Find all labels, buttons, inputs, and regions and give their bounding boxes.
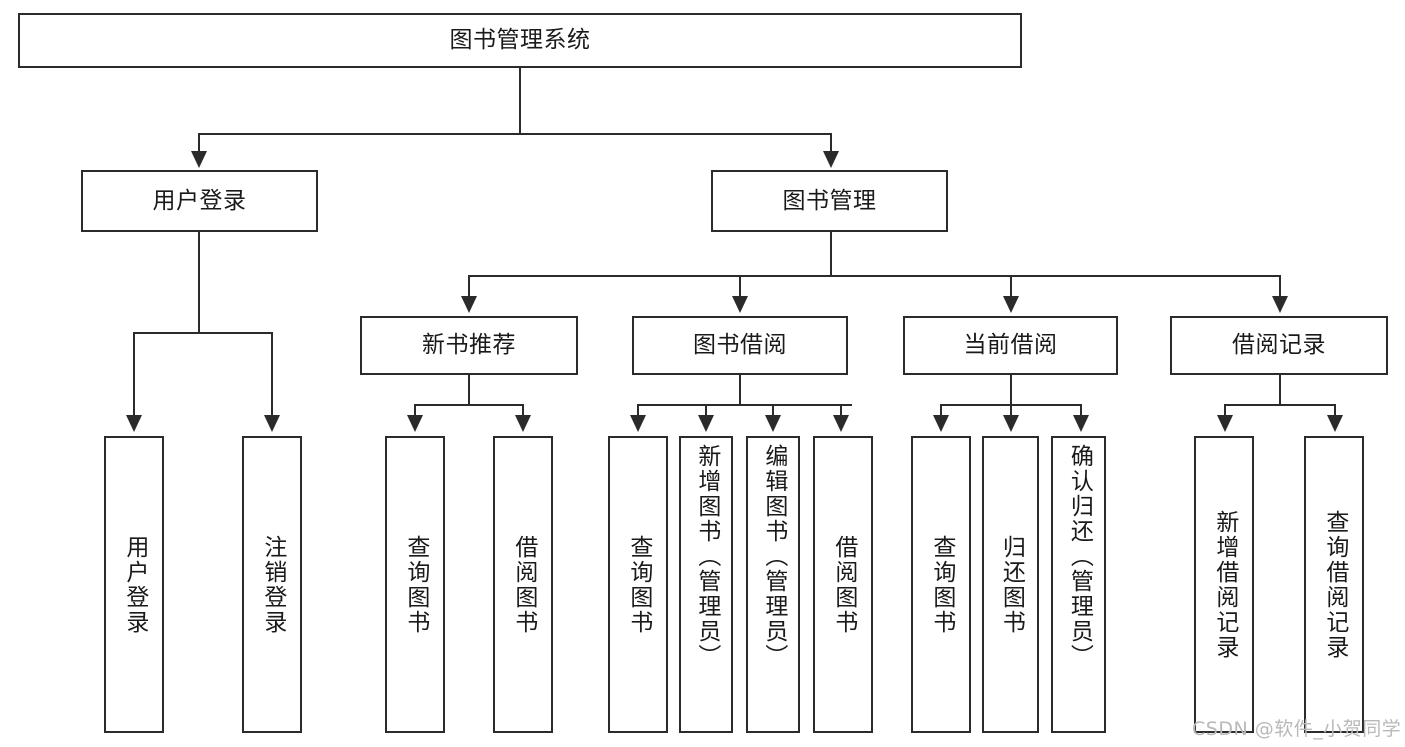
node-user-login[interactable]: 用户登录 bbox=[81, 170, 318, 232]
arrow-to-leaf-query-record bbox=[1327, 415, 1343, 432]
connector-root-drop-left bbox=[198, 133, 200, 153]
arrow-to-borrow-record bbox=[1272, 296, 1288, 313]
arrow-to-leaf-borrow-book-2 bbox=[833, 415, 849, 432]
arrow-to-leaf-logout bbox=[264, 415, 280, 432]
connector-userlogin-drop-2 bbox=[271, 332, 273, 416]
node-label: 借阅记录 bbox=[1232, 332, 1326, 359]
node-label: 注销登录 bbox=[259, 534, 286, 635]
leaf-query-book-current[interactable]: 查询图书 bbox=[911, 436, 971, 733]
node-root-book-management-system[interactable]: 图书管理系统 bbox=[18, 13, 1022, 68]
connector-borrowrecord-bus bbox=[1224, 404, 1336, 406]
leaf-user-login[interactable]: 用户登录 bbox=[104, 436, 164, 733]
arrow-to-book-borrow bbox=[732, 296, 748, 313]
node-borrowing-record[interactable]: 借阅记录 bbox=[1170, 316, 1388, 375]
leaf-query-book-recommend[interactable]: 查询图书 bbox=[385, 436, 445, 733]
leaf-logout[interactable]: 注销登录 bbox=[242, 436, 302, 733]
arrow-to-leaf-return-book bbox=[1003, 415, 1019, 432]
node-label: 新增借阅记录 bbox=[1211, 509, 1238, 660]
leaf-confirm-return-admin[interactable]: 确认归还（管理员） bbox=[1051, 436, 1106, 733]
node-label: 归还图书 bbox=[998, 534, 1025, 635]
node-label: 用户登录 bbox=[121, 534, 148, 635]
connector-currentborrow-drop-3 bbox=[1080, 404, 1082, 416]
connector-bookborrow-bus bbox=[637, 404, 852, 406]
leaf-borrow-book-recommend[interactable]: 借阅图书 bbox=[493, 436, 553, 733]
node-label: 确认归还（管理员） bbox=[1066, 444, 1093, 669]
arrow-to-new-book-recommend bbox=[461, 296, 477, 313]
arrow-to-leaf-user-login bbox=[126, 415, 142, 432]
node-label: 新书推荐 bbox=[422, 332, 516, 359]
connector-currentborrow-stem bbox=[1010, 375, 1012, 405]
connector-bookborrow-drop-1 bbox=[637, 404, 639, 416]
leaf-add-book-admin[interactable]: 新增图书（管理员） bbox=[679, 436, 733, 733]
node-label: 用户登录 bbox=[152, 187, 247, 214]
connector-bookmanage-bus bbox=[468, 275, 1280, 277]
arrow-to-book-manage bbox=[823, 151, 839, 168]
connector-bookmanage-stem bbox=[830, 232, 832, 276]
node-label: 查询图书 bbox=[625, 534, 652, 635]
connector-newbook-bus bbox=[414, 404, 524, 406]
node-label: 编辑图书（管理员） bbox=[760, 444, 787, 669]
node-label: 图书管理系统 bbox=[449, 27, 591, 54]
connector-newbook-drop-1 bbox=[414, 404, 416, 416]
connector-borrowrecord-stem bbox=[1279, 375, 1281, 405]
connector-borrowrecord-drop-2 bbox=[1334, 404, 1336, 416]
node-label: 查询借阅记录 bbox=[1321, 509, 1348, 660]
connector-root-stem bbox=[519, 67, 521, 134]
arrow-to-leaf-add-record bbox=[1217, 415, 1233, 432]
connector-currentborrow-drop-2 bbox=[1010, 404, 1012, 416]
node-label: 新增图书（管理员） bbox=[693, 444, 720, 669]
arrow-to-leaf-query-book-2 bbox=[630, 415, 646, 432]
node-label: 借阅图书 bbox=[830, 534, 857, 635]
arrow-to-leaf-query-book-1 bbox=[407, 415, 423, 432]
leaf-add-borrow-record[interactable]: 新增借阅记录 bbox=[1194, 436, 1254, 733]
connector-bookborrow-stem bbox=[739, 375, 741, 405]
connector-userlogin-stem bbox=[198, 232, 200, 333]
leaf-borrow-book[interactable]: 借阅图书 bbox=[813, 436, 873, 733]
connector-currentborrow-drop-1 bbox=[940, 404, 942, 416]
arrow-to-leaf-confirm-return bbox=[1073, 415, 1089, 432]
connector-bookborrow-drop-2 bbox=[705, 404, 707, 416]
csdn-watermark: CSDN @软件_小贺同学 bbox=[1192, 718, 1402, 740]
node-current-borrowing[interactable]: 当前借阅 bbox=[903, 316, 1118, 375]
leaf-query-borrow-record[interactable]: 查询借阅记录 bbox=[1304, 436, 1364, 733]
leaf-query-book-borrow[interactable]: 查询图书 bbox=[608, 436, 668, 733]
node-label: 图书管理 bbox=[782, 187, 877, 214]
node-label: 查询图书 bbox=[928, 534, 955, 635]
connector-bookmanage-drop-4 bbox=[1279, 275, 1281, 297]
node-label: 查询图书 bbox=[402, 534, 429, 635]
connector-bookmanage-drop-3 bbox=[1010, 275, 1012, 297]
connector-bookborrow-drop-4 bbox=[840, 404, 842, 416]
node-book-management[interactable]: 图书管理 bbox=[711, 170, 948, 232]
arrow-to-user-login bbox=[191, 151, 207, 168]
connector-bookmanage-drop-1 bbox=[468, 275, 470, 297]
connector-userlogin-drop-1 bbox=[133, 332, 135, 416]
arrow-to-leaf-query-book-3 bbox=[933, 415, 949, 432]
leaf-return-book[interactable]: 归还图书 bbox=[982, 436, 1039, 733]
node-book-borrowing[interactable]: 图书借阅 bbox=[632, 316, 848, 375]
connector-bookmanage-drop-2 bbox=[739, 275, 741, 297]
connector-borrowrecord-drop-1 bbox=[1224, 404, 1226, 416]
connector-bookborrow-drop-3 bbox=[772, 404, 774, 416]
arrow-to-leaf-edit-book bbox=[765, 415, 781, 432]
node-label: 借阅图书 bbox=[510, 534, 537, 635]
leaf-edit-book-admin[interactable]: 编辑图书（管理员） bbox=[746, 436, 800, 733]
node-new-book-recommendation[interactable]: 新书推荐 bbox=[360, 316, 578, 375]
arrow-to-current-borrow bbox=[1003, 296, 1019, 313]
connector-root-drop-right bbox=[830, 133, 832, 153]
connector-root-bus bbox=[198, 133, 832, 135]
connector-newbook-drop-2 bbox=[522, 404, 524, 416]
connector-userlogin-bus bbox=[133, 332, 273, 334]
arrow-to-leaf-borrow-book-1 bbox=[515, 415, 531, 432]
node-label: 当前借阅 bbox=[963, 332, 1058, 359]
connector-newbook-stem bbox=[468, 375, 470, 405]
node-label: 图书借阅 bbox=[693, 332, 787, 359]
arrow-to-leaf-add-book bbox=[698, 415, 714, 432]
